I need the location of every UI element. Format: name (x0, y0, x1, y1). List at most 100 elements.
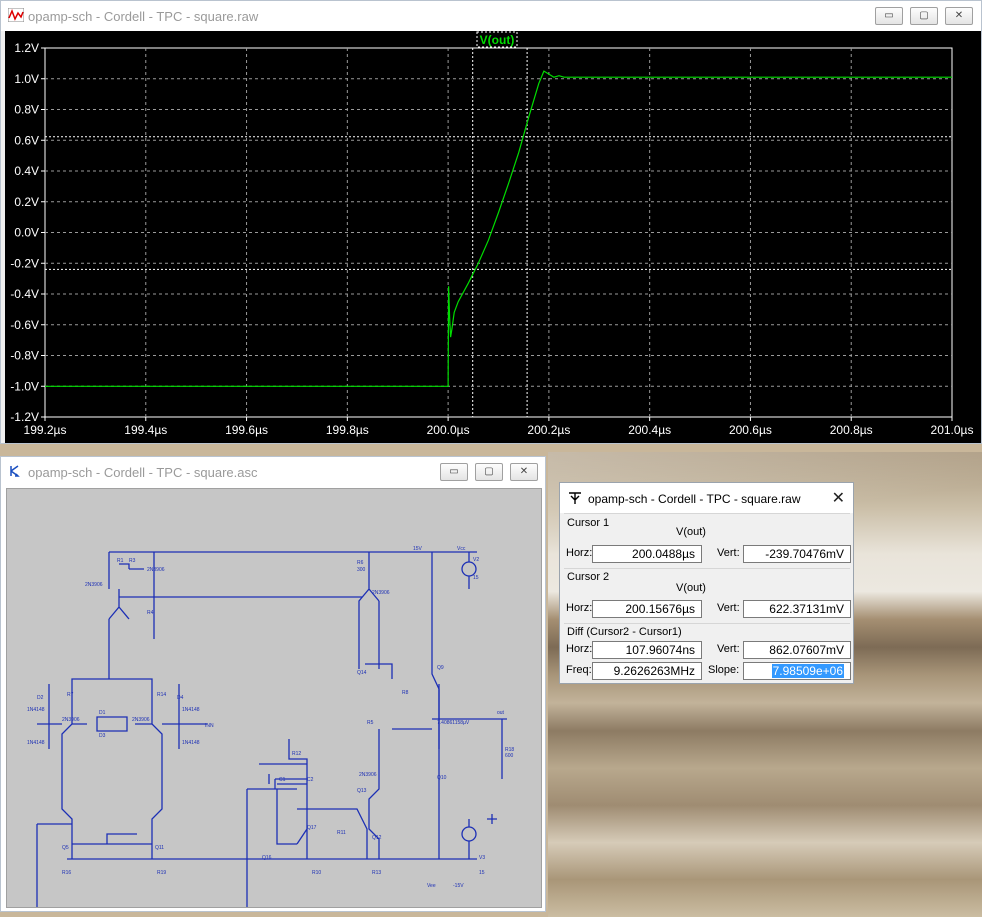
cursor1-horz-label: Horz: (566, 547, 593, 559)
schematic-minimize-button[interactable]: ▭ (440, 463, 468, 481)
waveform-app-icon (8, 8, 24, 22)
y-tick-label: -1.0V (10, 379, 39, 393)
svg-text:R19: R19 (157, 870, 166, 876)
maximize-icon: ▢ (484, 466, 494, 477)
x-tick-label: 199.8µs (326, 423, 369, 437)
diff-freq-field[interactable]: 9.2626263MHz (592, 662, 702, 680)
svg-text:R6: R6 (357, 560, 364, 566)
svg-text:C2: C2 (307, 777, 314, 783)
svg-text:R16: R16 (62, 870, 71, 876)
x-tick-label: 199.2µs (24, 423, 67, 437)
svg-text:-15V: -15V (453, 883, 464, 889)
cursor1-vert-field[interactable]: -239.70476mV (743, 545, 851, 563)
waveform-titlebar[interactable]: opamp-sch - Cordell - TPC - square.raw ▭… (1, 1, 981, 31)
cursor1-horz-field[interactable]: 200.0488µs (592, 545, 702, 563)
close-icon: ✕ (519, 466, 529, 477)
cursor2-horz-field[interactable]: 200.15676µs (592, 600, 702, 618)
svg-text:1N4148: 1N4148 (27, 740, 45, 746)
svg-text:7.40861158µV: 7.40861158µV (437, 720, 470, 726)
svg-text:Q12: Q12 (372, 835, 382, 841)
diff-vert-label: Vert: (717, 643, 740, 655)
minimize-button[interactable]: ▭ (875, 7, 903, 25)
y-tick-label: 0.2V (14, 195, 39, 209)
y-tick-label: 1.0V (14, 72, 39, 86)
x-tick-label: 200.4µs (628, 423, 671, 437)
svg-text:2N3906: 2N3906 (85, 582, 103, 588)
svg-text:C1: C1 (279, 777, 286, 783)
cursor-dialog-title: opamp-sch - Cordell - TPC - square.raw (588, 492, 801, 506)
svg-text:R3: R3 (129, 558, 136, 564)
y-tick-label: 0.4V (14, 164, 39, 178)
diff-label: Diff (Cursor2 - Cursor1) (567, 626, 682, 638)
svg-text:Q5: Q5 (62, 845, 69, 851)
svg-text:1N4148: 1N4148 (27, 707, 45, 713)
svg-text:R11: R11 (337, 830, 346, 836)
diff-slope-field[interactable]: 7.98509e+06 (743, 662, 851, 680)
y-tick-label: -0.4V (10, 287, 39, 301)
diff-horz-field[interactable]: 107.96074ns (592, 641, 702, 659)
schematic-window-title: opamp-sch - Cordell - TPC - square.asc (28, 465, 258, 480)
waveform-chart[interactable]: 1.2V1.0V0.8V0.6V0.4V0.2V0.0V-0.2V-0.4V-0… (5, 31, 981, 443)
svg-text:R5: R5 (367, 720, 374, 726)
cursor2-vert-label: Vert: (717, 602, 740, 614)
svg-text:Q17: Q17 (307, 825, 317, 831)
cursor-dialog-icon (569, 492, 581, 504)
schematic-close-button[interactable]: ✕ (510, 463, 538, 481)
svg-text:R13: R13 (372, 870, 381, 876)
svg-text:2N3906: 2N3906 (372, 590, 390, 596)
close-icon[interactable]: ✕ (831, 490, 845, 507)
svg-text:R18: R18 (505, 747, 514, 753)
y-tick-label: 0.6V (14, 133, 39, 147)
svg-text:R12: R12 (292, 751, 301, 757)
minimize-icon: ▭ (884, 10, 894, 21)
cursor1-group: Cursor 1 V(out) Horz: 200.0488µs Vert: -… (564, 513, 851, 569)
svg-text:R8: R8 (402, 690, 409, 696)
schematic-titlebar[interactable]: opamp-sch - Cordell - TPC - square.asc ▭… (1, 457, 545, 487)
diff-vert-field[interactable]: 862.07607mV (743, 641, 851, 659)
svg-text:D3: D3 (99, 733, 106, 739)
minimize-icon: ▭ (449, 466, 459, 477)
cursor2-vert-field[interactable]: 622.37131mV (743, 600, 851, 618)
cursor2-horz-label: Horz: (566, 602, 593, 614)
diff-slope-value: 7.98509e+06 (771, 664, 844, 678)
y-tick-label: 0.0V (14, 226, 39, 240)
y-tick-label: 1.2V (14, 41, 39, 55)
diff-horz-label: Horz: (566, 643, 593, 655)
svg-text:R7: R7 (67, 692, 74, 698)
svg-text:out: out (497, 710, 505, 716)
svg-text:V3: V3 (479, 855, 485, 861)
schematic-maximize-button[interactable]: ▢ (475, 463, 503, 481)
y-tick-label: -0.8V (10, 349, 39, 363)
svg-text:Q9: Q9 (437, 665, 444, 671)
y-tick-label: -1.2V (10, 410, 39, 424)
svg-text:1N4148: 1N4148 (182, 707, 200, 713)
waveform-window: opamp-sch - Cordell - TPC - square.raw ▭… (0, 0, 982, 444)
cursor-dialog: opamp-sch - Cordell - TPC - square.raw ✕… (559, 482, 854, 684)
cursor1-label: Cursor 1 (567, 517, 610, 529)
x-tick-label: 199.4µs (124, 423, 167, 437)
maximize-button[interactable]: ▢ (910, 7, 938, 25)
svg-text:R4: R4 (147, 610, 154, 616)
x-tick-label: 200.8µs (830, 423, 873, 437)
svg-text:Q14: Q14 (357, 670, 367, 676)
svg-text:600: 600 (505, 753, 514, 759)
schematic-window: opamp-sch - Cordell - TPC - square.asc ▭… (0, 456, 546, 912)
svg-text:R14: R14 (157, 692, 166, 698)
cursor2-label: Cursor 2 (567, 571, 610, 583)
svg-text:1N4148: 1N4148 (182, 740, 200, 746)
svg-text:R10: R10 (312, 870, 321, 876)
diff-slope-label: Slope: (708, 664, 740, 676)
svg-text:Vee: Vee (427, 883, 436, 889)
diff-freq-label: Freq: (566, 664, 592, 676)
maximize-icon: ▢ (919, 10, 929, 21)
y-tick-label: 0.8V (14, 103, 39, 117)
trace-vout (45, 70, 952, 387)
waveform-window-title: opamp-sch - Cordell - TPC - square.raw (28, 9, 259, 24)
cursor-dialog-titlebar[interactable]: opamp-sch - Cordell - TPC - square.raw ✕ (560, 483, 853, 513)
close-button[interactable]: ✕ (945, 7, 973, 25)
cursor2-signal: V(out) (676, 582, 706, 594)
svg-text:D2: D2 (37, 695, 44, 701)
